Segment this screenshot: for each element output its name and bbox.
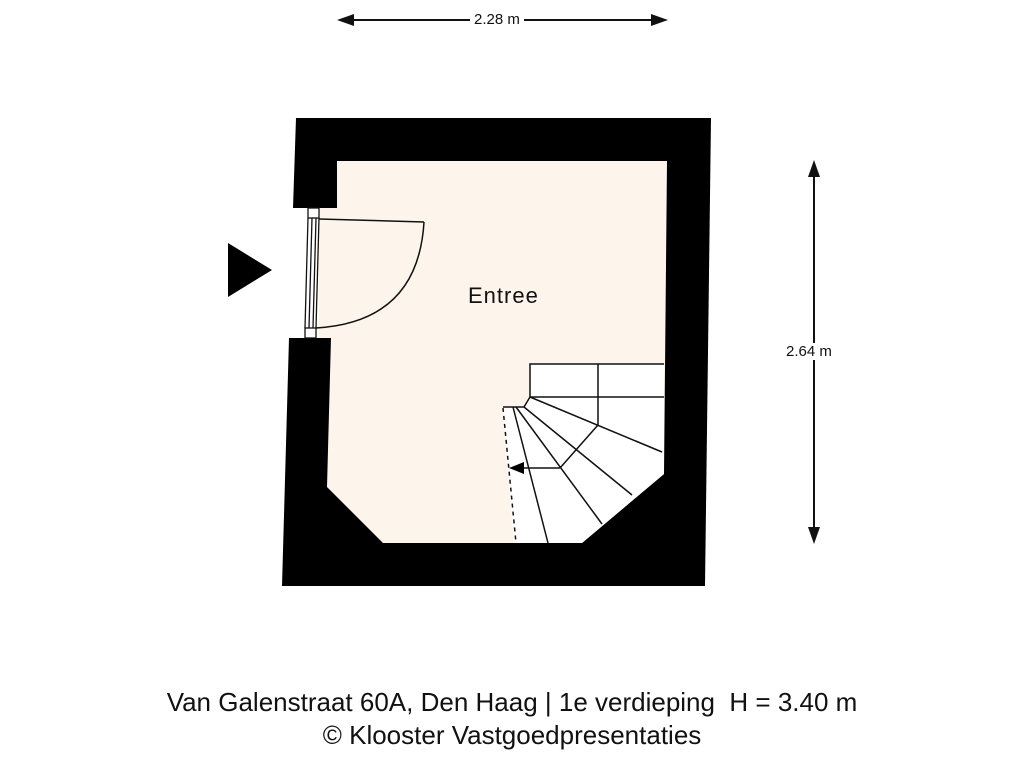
caption-address-line: Van Galenstraat 60A, Den Haag | 1e verdi… [166, 687, 858, 717]
height-dimension-label: 2.64 m [782, 343, 836, 360]
caption-copyright-line: © Klooster Vastgoedpresentaties [322, 720, 702, 750]
door-frame [304, 207, 320, 339]
staircase [502, 363, 664, 544]
width-dimension-label: 2.28 m [470, 11, 524, 28]
room-label-entree: Entree [468, 283, 539, 308]
entrance-arrow-icon [228, 243, 272, 297]
door-swing [315, 218, 425, 329]
caption: Van Galenstraat 60A, Den Haag | 1e verdi… [0, 686, 1024, 752]
